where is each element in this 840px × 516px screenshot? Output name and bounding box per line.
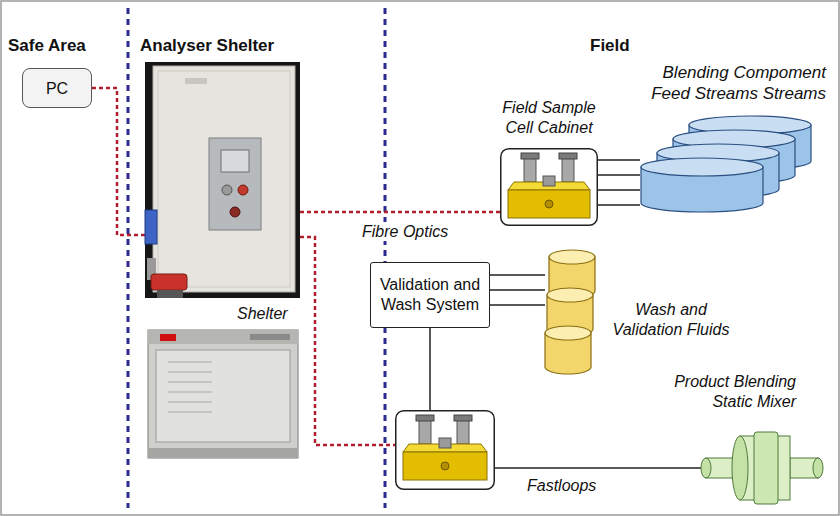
process-line: [598, 189, 640, 191]
analyser-rack: [168, 372, 212, 373]
node-label: PC: [23, 79, 91, 99]
photo-background: [145, 62, 300, 298]
mixer-pipe: [813, 458, 823, 478]
sample-cell-cabinet: [396, 411, 495, 490]
fastloop-line: [495, 467, 705, 469]
feed-stream-tanks: Blending Compoment Feed Streams Streams: [640, 62, 828, 274]
valve: [151, 274, 187, 290]
zone-heading: Analyser Shelter: [140, 36, 274, 56]
cable-label: Fibre Optics: [360, 222, 450, 241]
analyser-rack: [168, 402, 212, 403]
node-label: Blending Compoment Feed Streams Streams: [640, 62, 826, 105]
gland: [222, 185, 232, 195]
static-mixer-drawing: [640, 428, 828, 506]
cell-fitting: [524, 156, 536, 182]
mixer-pipe: [701, 458, 711, 478]
window: [221, 150, 249, 172]
process-box: Validation and Wash System: [370, 262, 490, 328]
line-label: Fastloops: [527, 476, 596, 495]
cabinet-outline: [501, 149, 598, 226]
fluid-tanks: [545, 250, 605, 382]
analyser-rack: [156, 350, 290, 442]
analyser-rack: [168, 412, 212, 413]
analyser-rack: [160, 334, 176, 341]
process-line: [490, 274, 545, 276]
zone-heading: Field: [590, 36, 630, 56]
analyser-rack: [168, 362, 212, 363]
node-label: Shelter: [237, 304, 299, 324]
shelter-cabinet: [153, 66, 295, 292]
sample-cell: [508, 190, 590, 218]
side-connector: [145, 210, 157, 244]
node-label: Field Sample Cell Cabinet: [494, 98, 604, 138]
feed-tanks: [640, 114, 828, 224]
sample-cell-cabinet: [403, 452, 487, 480]
shelter-photo: [145, 62, 300, 298]
gland: [230, 207, 240, 217]
zone-divider: [384, 8, 387, 508]
fluid-tanks: Wash and Validation Fluids: [545, 250, 737, 382]
static-mixer: Product Blending Static Mixer: [640, 370, 828, 508]
analyser-rack: [148, 330, 298, 458]
zone-divider: [127, 8, 130, 508]
cell-fitting: [562, 156, 574, 182]
process-line: [598, 159, 640, 161]
sample-cell-cabinet: [416, 415, 434, 421]
valve-base: [157, 290, 183, 298]
cabinet-door-edge: [158, 71, 290, 287]
analyser-rack: [250, 334, 290, 340]
process-line: [490, 304, 545, 306]
mixer-body: [732, 436, 748, 500]
analyser-rack: [168, 392, 212, 393]
cell-port: [545, 200, 553, 208]
fibre-optic-cable: [300, 211, 500, 214]
fluid-tank: [547, 288, 593, 302]
zone-heading: Safe Area: [8, 36, 86, 56]
fluid-tank: [545, 326, 591, 340]
analyser-rack: [148, 330, 298, 344]
feed-tank: [641, 158, 763, 176]
process-line: [429, 320, 431, 410]
sample-cell-cabinet: [454, 415, 472, 421]
cell-fitting: [559, 153, 577, 159]
sample-cell-cabinet: [419, 418, 431, 444]
process-line: [598, 174, 640, 176]
sample-cell-cabinet: [396, 411, 495, 490]
node-label: Product Blending Static Mixer: [646, 372, 796, 412]
analyser-shelter: Shelter: [145, 62, 300, 324]
sample-cell-cabinet: [439, 438, 451, 448]
node-label: Validation and Wash System: [375, 275, 485, 315]
analyser-rack: [148, 448, 298, 458]
fluid-tank: [549, 250, 595, 264]
computer-box: PC: [22, 68, 92, 108]
cabinet-drawing: [500, 148, 598, 226]
cell-fitting: [521, 153, 539, 159]
gland: [238, 185, 248, 195]
mixer-band: [754, 432, 778, 504]
analyser-rack: [168, 382, 212, 383]
fibre-optic-cable: [92, 88, 145, 235]
cell-fitting: [543, 176, 555, 186]
analyser-rack: [148, 330, 298, 458]
process-line: [598, 204, 640, 206]
process-line: [490, 289, 545, 291]
sample-cell-cabinet: Field Sample Cell Cabinet: [500, 98, 598, 228]
sample-cell-cabinet: [457, 418, 469, 444]
name-plate: [185, 78, 207, 84]
sample-cell-cabinet: [441, 462, 449, 470]
node-label: Wash and Validation Fluids: [607, 300, 735, 340]
window-plate: [209, 138, 261, 230]
